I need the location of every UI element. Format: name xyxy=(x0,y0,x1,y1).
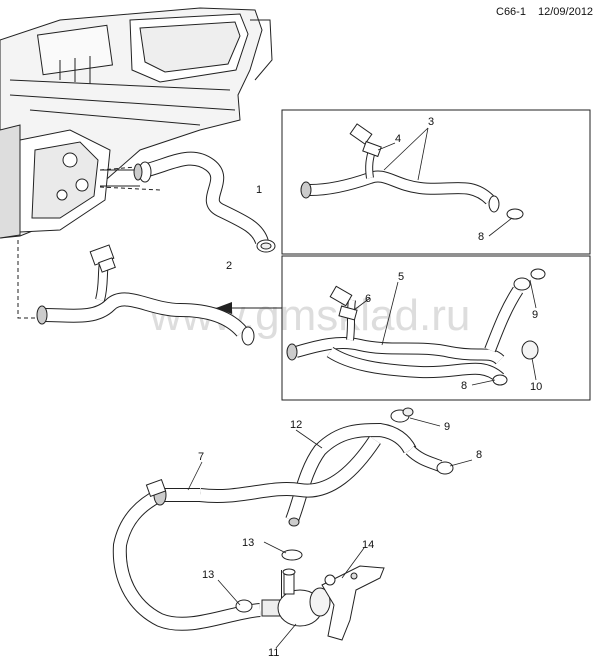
lower-fittings xyxy=(145,407,454,613)
callout-14: 14 xyxy=(362,539,374,551)
callout-5: 5 xyxy=(398,271,404,283)
detail-box-upper xyxy=(281,109,591,255)
lower-box-leaders xyxy=(353,279,537,386)
callout-2: 2 xyxy=(226,260,232,272)
callout-8-middle: 8 xyxy=(461,380,467,392)
diagram-code: C66-1 xyxy=(496,6,526,18)
callout-labels: 1 2 3 4 5 6 7 8 8 8 9 9 10 11 12 13 13 1… xyxy=(198,116,542,659)
diagram-date: 12/09/2012 xyxy=(538,6,594,18)
lower-hose-assembly xyxy=(112,422,443,631)
reference-arrow xyxy=(216,302,282,314)
bracket-part-14 xyxy=(321,565,385,641)
clamp-part-2 xyxy=(256,239,276,253)
callout-9-lower: 9 xyxy=(444,421,450,433)
hose-part-1 xyxy=(138,151,269,245)
upper-box-leaders xyxy=(377,127,513,237)
callout-8-lower: 8 xyxy=(476,449,482,461)
callout-3: 3 xyxy=(428,116,434,128)
callout-6: 6 xyxy=(365,293,371,305)
hvac-module xyxy=(0,7,273,239)
diagram-header: C66-1 12/09/2012 xyxy=(0,0,600,28)
callout-7: 7 xyxy=(198,451,204,463)
detail-box-lower xyxy=(281,255,591,401)
lower-leaders xyxy=(187,417,473,649)
callout-10: 10 xyxy=(530,381,542,393)
callout-1: 1 xyxy=(256,184,262,196)
pump-part-11 xyxy=(261,568,331,627)
callout-13-lower: 13 xyxy=(202,569,214,581)
callout-4: 4 xyxy=(395,133,401,145)
left-assembly-fittings xyxy=(36,244,255,346)
callout-8-upper: 8 xyxy=(478,231,484,243)
callout-9-middle: 9 xyxy=(532,309,538,321)
callout-13-upper: 13 xyxy=(242,537,254,549)
hose-1-connector xyxy=(133,161,152,183)
callout-12: 12 xyxy=(290,419,302,431)
callout-11: 11 xyxy=(268,647,279,659)
